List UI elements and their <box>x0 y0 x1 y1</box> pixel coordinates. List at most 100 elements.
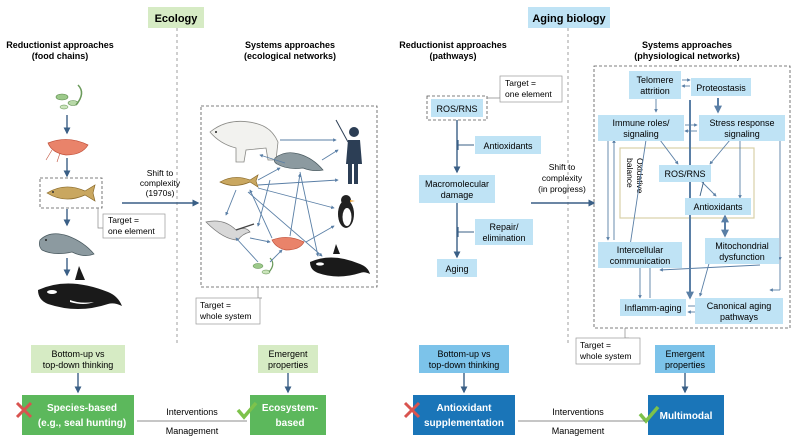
pathway-damage-line1: Macromolecular <box>425 179 489 189</box>
eco-emergent-line1: Emergent <box>268 349 308 359</box>
immune-line1: Immune roles/ <box>612 118 670 128</box>
aging-target-one-label-box <box>499 75 563 103</box>
mito-box <box>705 238 779 264</box>
telomere-line2: attrition <box>640 86 670 96</box>
cross-icon <box>403 401 421 419</box>
aging-systems-title: Systems approaches <box>642 40 732 50</box>
pathway-antioxidants: Antioxidants <box>483 141 533 151</box>
oxidative-balance-box <box>619 147 755 219</box>
network-antioxidants-box <box>685 198 751 215</box>
plankton-icon <box>55 84 83 110</box>
eco-management: Management <box>166 426 219 436</box>
eco-bottomup-box <box>31 345 125 373</box>
food-chain: Target = one element <box>38 84 166 309</box>
stress-line2: signaling <box>724 129 760 139</box>
aging-target-whole-label-box <box>575 337 641 365</box>
oxidative-label-line2: balance <box>625 158 635 188</box>
penguin-icon <box>338 195 355 228</box>
fisherman-icon <box>335 119 362 184</box>
pathway-damage-box <box>419 175 495 203</box>
aging-antioxidant-box <box>413 395 515 435</box>
aging-multimodal: Multimodal <box>660 411 713 422</box>
stress-box <box>699 115 785 141</box>
ecology-header-box <box>148 7 204 28</box>
eco-bottomup-line1: Bottom-up vs <box>51 349 105 359</box>
aging-shift-line1: Shift to <box>549 162 576 172</box>
eco-target-one-line1: Target = <box>108 215 139 225</box>
network-antioxidants: Antioxidants <box>693 202 743 212</box>
intercellular-line1: Intercellular <box>617 245 664 255</box>
seal-icon <box>38 233 95 256</box>
eco-ecosystem-based-line2: based <box>276 418 305 429</box>
aging-target-one-line2: one element <box>505 89 552 99</box>
eco-target-whole-label-box <box>195 297 261 325</box>
check-icon <box>638 405 660 424</box>
cross-icon <box>15 401 33 419</box>
target-one-dashed-box <box>39 177 103 209</box>
inflamm-aging: Inflamm-aging <box>624 303 681 313</box>
network-arrows <box>606 78 782 314</box>
proteostasis: Proteostasis <box>696 83 746 93</box>
eco-species-based-line2: (e.g., seal hunting) <box>38 418 126 429</box>
eco-ecosystem-based-box <box>250 395 326 435</box>
network-ros: ROS/RNS <box>664 169 705 179</box>
seal-network-icon <box>273 152 324 172</box>
cod-network-icon <box>219 174 259 188</box>
aging-multimodal-box <box>648 395 724 435</box>
eco-reductionist-title: Reductionist approaches <box>6 40 114 50</box>
aging-target-one-line1: Target = <box>505 78 536 88</box>
aging-shift-line3: (in progress) <box>538 184 586 194</box>
cod-fish-icon <box>46 184 96 202</box>
aging-systems-subtitle: (physiological networks) <box>634 51 740 61</box>
eco-systems-title: Systems approaches <box>245 40 335 50</box>
aging-reductionist-title: Reductionist approaches <box>399 40 507 50</box>
canonical-line1: Canonical aging <box>707 301 772 311</box>
polar-bear-icon <box>209 120 279 163</box>
aging-emergent-box <box>655 345 715 373</box>
eco-systems-subtitle: (ecological networks) <box>244 51 336 61</box>
ecology-header: Ecology <box>155 13 199 25</box>
eco-interventions: Interventions <box>166 407 218 417</box>
aging-emergent-line2: properties <box>665 360 706 370</box>
aging-interventions: Interventions <box>552 407 604 417</box>
food-web-arrows <box>225 138 339 263</box>
oxidative-label-line1: Oxidative <box>635 158 645 194</box>
intercellular-line2: communication <box>610 256 671 266</box>
eco-bottomup-line2: top-down thinking <box>43 360 114 370</box>
eco-network <box>205 119 370 277</box>
eco-emergent-box <box>258 345 318 373</box>
eco-species-based-box <box>22 395 134 435</box>
stress-line1: Stress response <box>709 118 774 128</box>
krill-icon <box>45 139 89 163</box>
immune-line2: signaling <box>623 129 659 139</box>
aging-target-whole-line1: Target = <box>580 340 611 350</box>
proteostasis-box <box>691 78 751 96</box>
aging-antioxidant-line1: Antioxidant <box>437 403 493 414</box>
aging-header-box <box>528 7 610 28</box>
aging-emergent-line1: Emergent <box>665 349 705 359</box>
eco-shift-line3: (1970s) <box>146 188 175 198</box>
pathway-ros: ROS/RNS <box>436 104 477 114</box>
pathway-antioxidants-box <box>475 136 541 154</box>
aging-bottomup-box <box>419 345 509 373</box>
orca-network-icon <box>310 244 370 277</box>
mito-line2: dysfunction <box>719 252 765 262</box>
aging-bottomup-line1: Bottom-up vs <box>437 349 491 359</box>
pathway-repair-line1: Repair/ <box>489 222 519 232</box>
pathway-repair-line2: elimination <box>482 233 525 243</box>
aging-target-one-dashed-box <box>426 95 488 121</box>
aging-reductionist-subtitle: (pathways) <box>429 51 476 61</box>
telomere-line1: Telomere <box>636 75 673 85</box>
eco-reductionist-subtitle: (food chains) <box>32 51 89 61</box>
aging-header: Aging biology <box>532 13 606 25</box>
orca-icon <box>38 266 122 309</box>
aging-target-whole-line2: whole system <box>579 351 632 361</box>
pathway-damage-line2: damage <box>441 190 474 200</box>
aging-bottomup-line2: top-down thinking <box>429 360 500 370</box>
telomere-box <box>629 71 681 99</box>
network-ros-box <box>659 165 711 182</box>
immune-box <box>598 115 684 141</box>
aging-management: Management <box>552 426 605 436</box>
